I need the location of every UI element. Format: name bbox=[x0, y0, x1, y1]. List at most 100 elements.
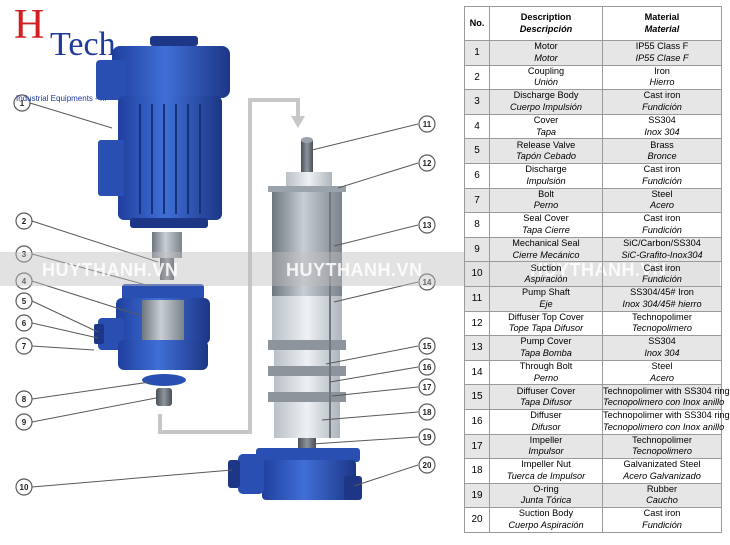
material-en: Technopolimer bbox=[632, 311, 692, 322]
part-number-cell: 18 bbox=[464, 458, 490, 484]
assembly-arrow bbox=[158, 98, 305, 434]
part-number-cell: 17 bbox=[464, 433, 490, 460]
material-es: Bronce bbox=[647, 151, 677, 162]
part-number-cell: 16 bbox=[464, 408, 490, 435]
watermark-text: HUYTHANH.VN bbox=[42, 260, 179, 280]
description-en: Pump Shaft bbox=[521, 287, 570, 298]
coupling-part bbox=[152, 232, 182, 280]
callout-label: 18 bbox=[423, 408, 432, 417]
description-en: Impeller Nut bbox=[521, 459, 571, 470]
exploded-pump-diagram: 1 2 3 4 5 6 7 8 9 10 11 12 13 14 15 16 1… bbox=[13, 4, 436, 500]
description-es: Tapa Bomba bbox=[520, 347, 572, 358]
description-en: Through Bolt bbox=[519, 360, 573, 371]
callout-label: 20 bbox=[423, 461, 432, 470]
material-es: Acero Galvanizado bbox=[623, 470, 701, 481]
description-en: Diffuser bbox=[530, 410, 562, 421]
callout-label: 11 bbox=[423, 120, 432, 129]
pump-illustration: 1 2 3 4 5 6 7 8 9 10 11 12 13 14 15 16 1… bbox=[13, 36, 436, 500]
seal-parts bbox=[142, 374, 186, 406]
description-en: Diffuser Top Cover bbox=[508, 311, 584, 322]
material-en: Steel bbox=[651, 360, 673, 371]
material-en: Iron bbox=[654, 65, 670, 76]
material-en: Cast iron bbox=[643, 508, 681, 519]
callout-leaders bbox=[29, 102, 419, 488]
material-es: Caucho bbox=[646, 495, 678, 506]
callout-label: 13 bbox=[423, 221, 432, 230]
part-number-cell: 14 bbox=[464, 359, 490, 386]
part-number-cell: 4 bbox=[464, 113, 490, 140]
header-mat-es: Material bbox=[644, 23, 680, 34]
description-en: Cover bbox=[533, 114, 559, 125]
material-en: IP55 Class F bbox=[635, 41, 689, 52]
description-es: Impulsión bbox=[526, 175, 566, 186]
material-es: Inox 304 bbox=[644, 347, 680, 358]
watermark-text: HUYTHANH.VN bbox=[286, 260, 423, 280]
material-en: Technopolimer with SS304 ring bbox=[603, 385, 730, 396]
description-en: Discharge Body bbox=[513, 90, 579, 101]
callout-label: 4 bbox=[22, 277, 27, 286]
material-en: SS304 bbox=[648, 336, 676, 347]
part-number-cell: 2 bbox=[464, 64, 490, 91]
part-number-cell: 19 bbox=[464, 482, 490, 509]
part-number-cell: 10 bbox=[464, 261, 490, 287]
material-es: Acero bbox=[649, 372, 674, 383]
material-en: Galvanizated Steel bbox=[623, 459, 701, 470]
header-no: No. bbox=[464, 6, 490, 41]
header-desc-es: Descripción bbox=[519, 23, 573, 34]
logo-text-tech: Tech bbox=[50, 26, 116, 63]
material-es: Fundición bbox=[642, 274, 682, 285]
header-desc-en: Description bbox=[520, 11, 572, 22]
part-number-cell: 3 bbox=[464, 89, 490, 115]
description-es: Perno bbox=[533, 200, 559, 211]
part-number-cell: 6 bbox=[464, 162, 490, 189]
description-es: Tapa Difusor bbox=[520, 397, 572, 408]
callout-label: 17 bbox=[423, 383, 432, 392]
part-number-cell: 13 bbox=[464, 335, 490, 361]
callout-label: 6 bbox=[22, 319, 27, 328]
part-number-cell: 12 bbox=[464, 310, 490, 337]
description-en: Coupling bbox=[527, 65, 565, 76]
material-es: Fundición bbox=[642, 520, 682, 531]
description-es: Cuerpo Impulsión bbox=[509, 101, 582, 112]
description-en: Suction bbox=[530, 262, 562, 273]
callout-label: 12 bbox=[423, 159, 432, 168]
callout-label: 15 bbox=[423, 342, 432, 351]
material-en: Cast iron bbox=[643, 164, 681, 175]
part-number-cell: 7 bbox=[464, 187, 490, 214]
material-en: SiC/Carbon/SS304 bbox=[623, 237, 701, 248]
description-es: Tope Tapa Difusor bbox=[508, 323, 584, 334]
material-es: Tecnopolimero con Inox anillo bbox=[603, 421, 725, 432]
part-number-cell: 20 bbox=[464, 507, 490, 533]
part-number-cell: 8 bbox=[464, 212, 490, 238]
part-number-cell: 11 bbox=[464, 285, 490, 312]
material-es: Fundición bbox=[642, 101, 682, 112]
material-en: Steel bbox=[651, 188, 673, 199]
material-es: Tecnopolimero bbox=[632, 446, 692, 457]
